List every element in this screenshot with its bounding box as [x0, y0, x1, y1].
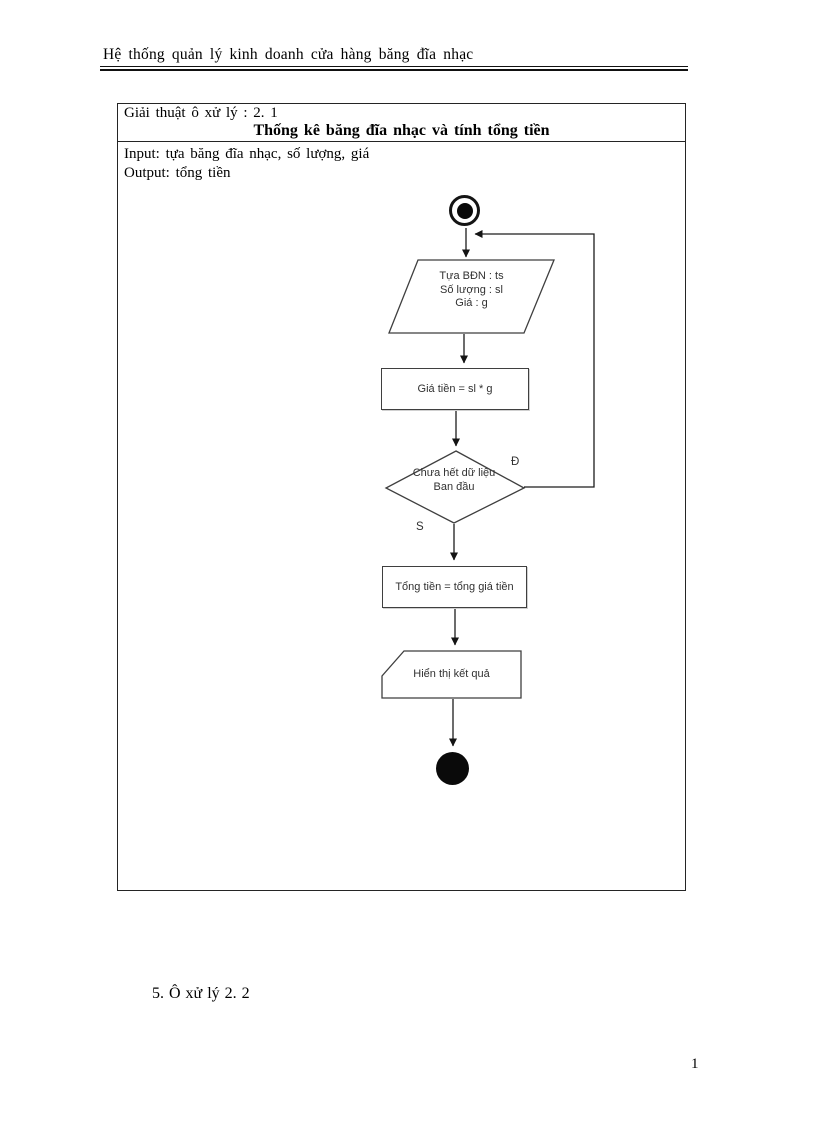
input-shape-text: Tựa BĐN : ts Số lượng : sl Giá : g [389, 270, 554, 311]
algorithm-label: Giải thuật ô xử lý : 2. 1 [124, 105, 278, 121]
end-node [436, 752, 469, 785]
input-parallelogram [388, 259, 555, 334]
decision-yes-label: Đ [511, 456, 520, 468]
flowchart: Tựa BĐN : ts Số lượng : sl Giá : g Giá t… [118, 104, 685, 890]
process2-label: Tổng tiền = tổng giá tiền [395, 581, 514, 593]
algorithm-io: Input: tựa băng đĩa nhạc, số lượng, giá … [118, 142, 685, 183]
decision-diamond [384, 450, 526, 524]
decision-line-1: Chưa hết dữ liệu [412, 467, 496, 479]
algorithm-title: Thống kê băng đĩa nhạc và tính tổng tiền [253, 122, 550, 139]
start-node-core [457, 203, 473, 219]
process1-label: Giá tiền = sl * g [417, 383, 493, 395]
algorithm-box-header: Giải thuật ô xử lý : 2. 1 Thống kê băng … [118, 104, 685, 142]
header-rule [100, 66, 688, 71]
display-shape-text: Hiển thị kết quả [413, 668, 490, 680]
page-number: 1 [691, 1056, 699, 1072]
section-note: 5. Ô xử lý 2. 2 [152, 985, 250, 1002]
decision-no-label: S [416, 521, 424, 533]
input-line-2: Số lượng : sl [440, 283, 503, 296]
loop-back-connector [474, 230, 595, 488]
flowchart-lines [381, 228, 595, 747]
decision-text: Chưa hết dữ liệu Ban đầu [384, 467, 524, 494]
algorithm-box: Giải thuật ô xử lý : 2. 1 Thống kê băng … [117, 103, 686, 891]
input-line-3: Giá : g [455, 297, 488, 309]
algorithm-output-line: Output: tổng tiền [124, 165, 231, 181]
display-shape [381, 650, 522, 699]
decision-line-2: Ban đầu [433, 480, 475, 493]
process1-box: Giá tiền = sl * g [381, 368, 529, 410]
algorithm-input-line: Input: tựa băng đĩa nhạc, số lượng, giá [124, 146, 370, 162]
page-header-title: Hệ thống quản lý kinh doanh cửa hàng băn… [103, 46, 474, 63]
input-line-1: Tựa BĐN : ts [439, 270, 504, 282]
process2-box: Tổng tiền = tổng giá tiền [382, 566, 527, 608]
